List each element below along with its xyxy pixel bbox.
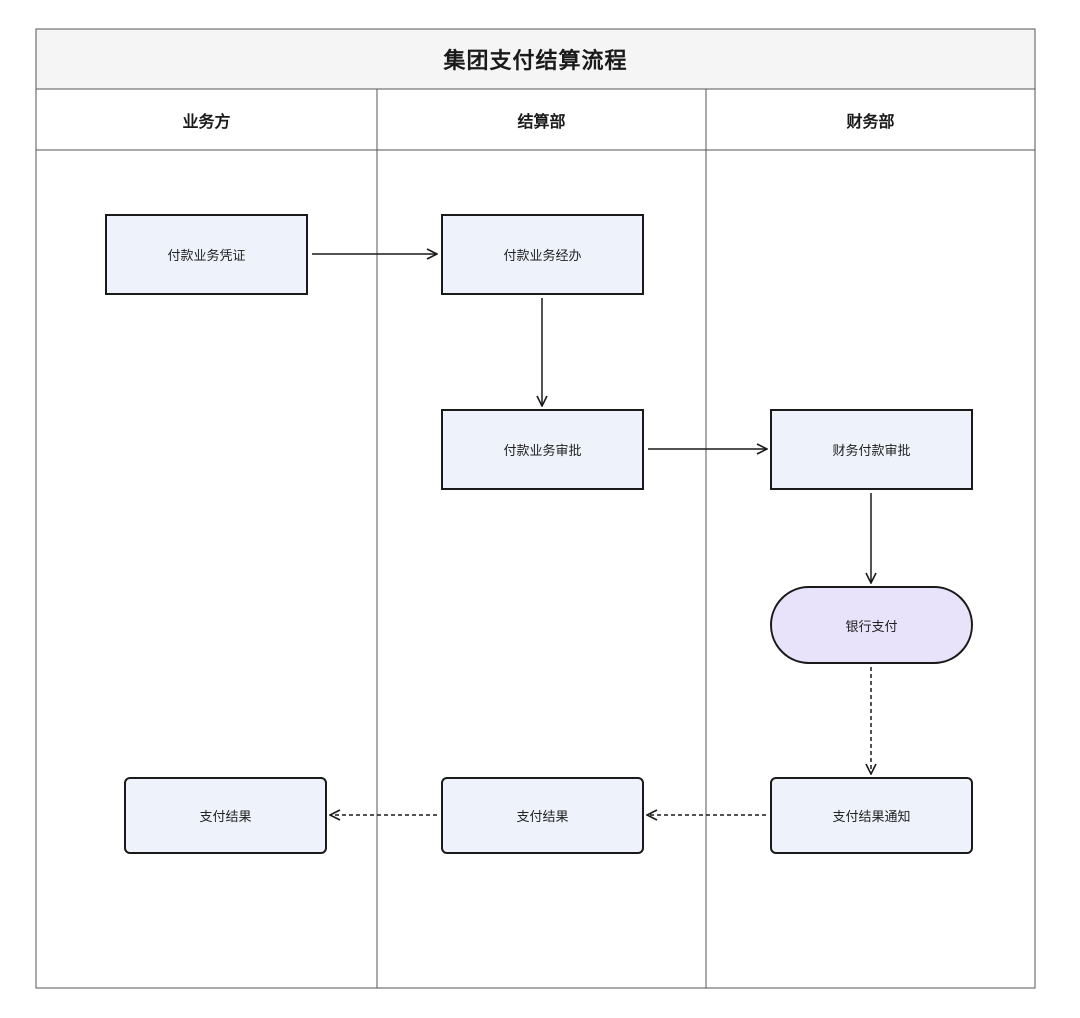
title-band <box>35 28 1036 90</box>
node-handling-label: 付款业务经办 <box>503 249 582 264</box>
node-finance-approval-label: 财务付款审批 <box>832 444 911 459</box>
node-approval-label: 付款业务审批 <box>503 444 582 459</box>
node-approval: 付款业务审批 <box>442 410 643 489</box>
node-settle-result-box <box>441 777 644 854</box>
diagram-frame <box>35 28 1036 989</box>
node-finance-approval: 财务付款审批 <box>771 410 972 489</box>
node-finance-approval-box <box>770 409 973 490</box>
node-bank-payment-label: 银行支付 <box>845 619 898 635</box>
node-voucher-box <box>105 214 308 295</box>
diagram-title: 集团支付结算流程 <box>443 49 628 74</box>
node-settle-result-label: 支付结果 <box>516 810 569 825</box>
node-voucher: 付款业务凭证 <box>106 215 307 294</box>
node-notice-label: 支付结果通知 <box>832 810 911 825</box>
node-handling: 付款业务经办 <box>442 215 643 294</box>
node-biz-result-label: 支付结果 <box>199 810 252 825</box>
node-bank-payment: 银行支付 <box>771 587 972 663</box>
node-bank-payment-terminal <box>770 586 973 664</box>
node-approval-box <box>441 409 644 490</box>
lane-header-business: 业务方 <box>182 112 231 131</box>
node-notice-box <box>770 777 973 854</box>
node-settle-result: 支付结果 <box>442 778 643 853</box>
node-handling-box <box>441 214 644 295</box>
node-voucher-label: 付款业务凭证 <box>167 249 246 264</box>
node-notice: 支付结果通知 <box>771 778 972 853</box>
lane-header-finance: 财务部 <box>846 112 895 131</box>
lane-header-settlement: 结算部 <box>517 112 566 131</box>
node-biz-result-box <box>124 777 327 854</box>
node-biz-result: 支付结果 <box>125 778 326 853</box>
